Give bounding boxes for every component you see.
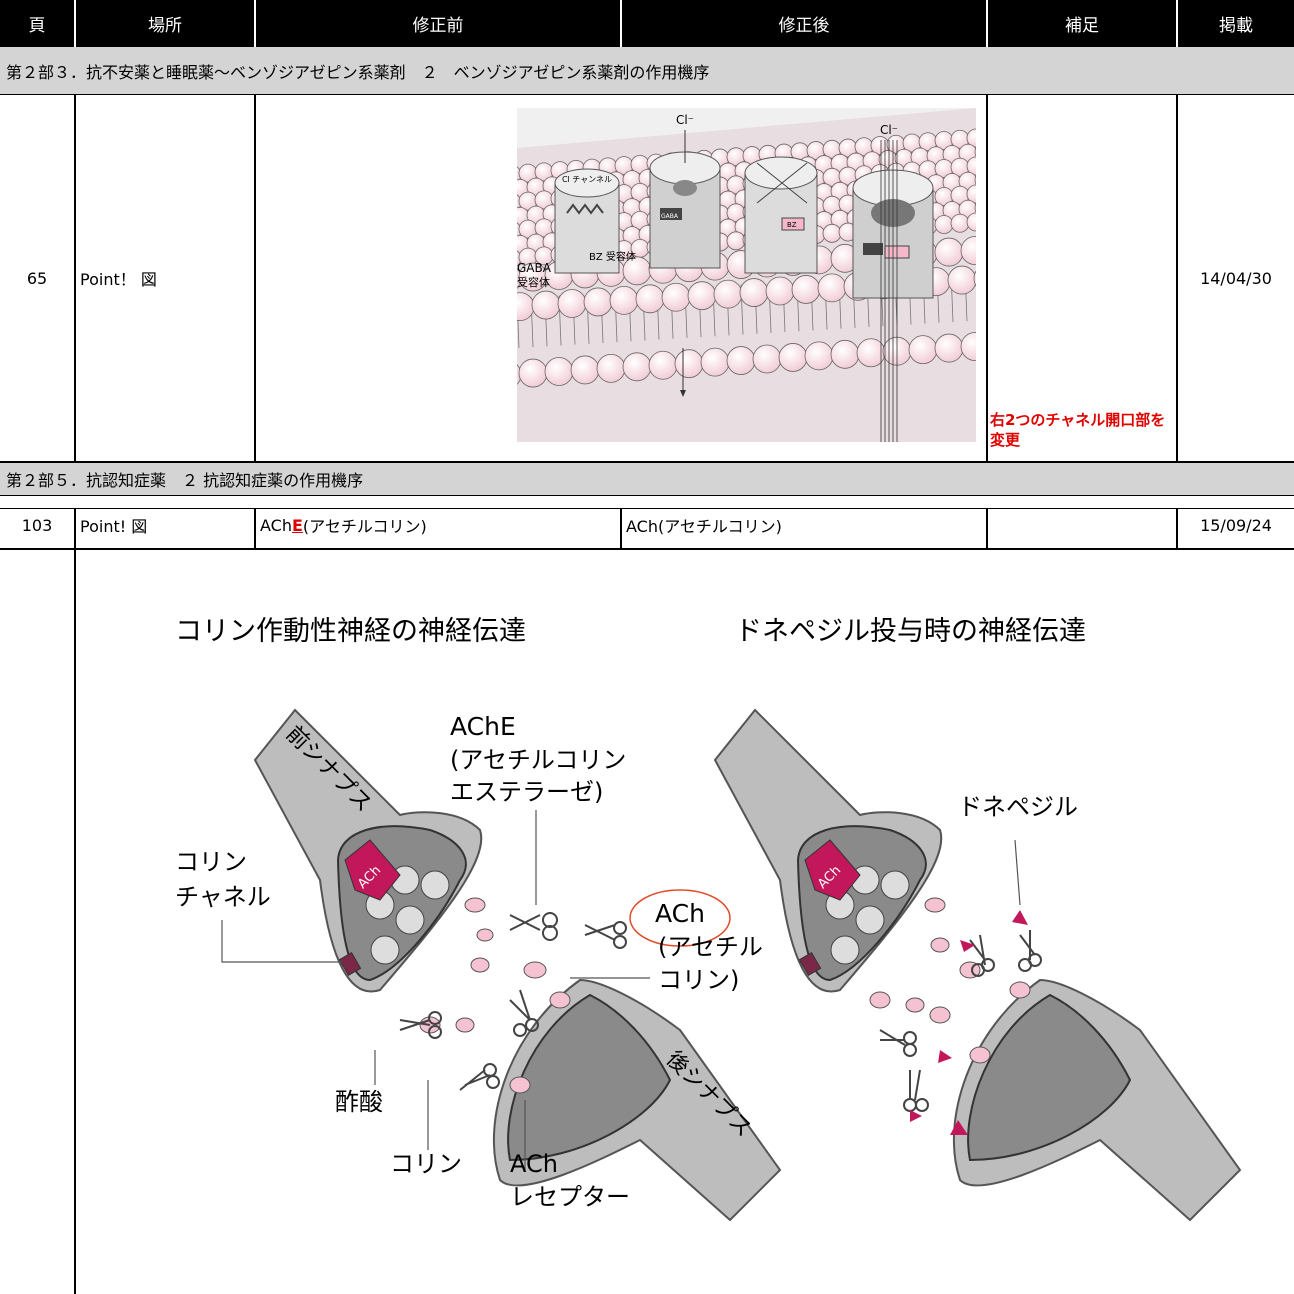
ache-label-2: (アセチルコリン	[450, 746, 626, 774]
ach-label-3: コリン)	[658, 966, 739, 994]
ach-receptor-label-1: ACh	[510, 1150, 558, 1178]
choline-channel-label-2: チャネル	[175, 883, 271, 911]
title-right: ドネペジル投与時の神経伝達	[735, 616, 1086, 647]
ache-label-3: エステラーゼ)	[450, 778, 603, 806]
row-page-65: 65	[26, 268, 48, 288]
header-before: 修正前	[256, 0, 620, 47]
row-date-65: 14/04/30	[1200, 268, 1272, 288]
section-title-antidementia: 第２部５．抗認知症薬 ２ 抗認知症薬の作用機序	[0, 461, 1294, 496]
donepezil-molecules	[910, 910, 1028, 1135]
ach-vesicle-tag-right: ACh	[804, 839, 861, 901]
ach-vesicle-tag-left: ACh	[344, 839, 401, 901]
gaba-receptor-label-1: GABA	[517, 261, 552, 275]
ache-enzymes	[399, 912, 1042, 1112]
choline-channel-left	[338, 952, 362, 976]
membrane-figure: Cl⁻ Cl⁻ Cl チャンネル BZ 受容体 GABA 受容体 GABA BZ	[517, 108, 976, 442]
cl-channel-3	[744, 156, 818, 274]
cl-channel-label: Cl チャンネル	[562, 175, 612, 184]
choline-channel-right	[798, 952, 822, 976]
row-location-103: Point! 図	[80, 517, 148, 536]
before-prefix: ACh	[260, 515, 292, 535]
choline-label: コリン	[390, 1150, 462, 1178]
header-note: 補足	[988, 0, 1176, 47]
cl-channel-2	[649, 151, 721, 269]
row-after-103: ACh(アセチルコリン)	[626, 517, 782, 536]
row-location-65: Point！ 図	[80, 270, 157, 289]
ach-label-2: (アセチル	[658, 933, 763, 961]
postsynaptic-neuron-right	[952, 978, 1242, 1222]
row-note-103	[990, 508, 1174, 542]
cl-channel-1	[554, 168, 620, 274]
header-published: 掲載	[1178, 0, 1294, 47]
ach-label-1: ACh	[655, 899, 705, 928]
cl-label-top-right: Cl⁻	[880, 123, 898, 137]
bz-receptor-label: BZ 受容体	[589, 250, 636, 263]
ach-receptor-label-2: レセプター	[510, 1183, 630, 1211]
before-suffix: (アセチルコリン)	[302, 517, 427, 536]
row-page-103: 103	[21, 515, 53, 535]
header-location: 場所	[76, 0, 254, 47]
header-after: 修正後	[622, 0, 986, 47]
choline-channel-label-1: コリン	[175, 848, 247, 876]
donepezil-label: ドネペジル	[958, 793, 1078, 821]
section-title-benzodiazepine: 第２部３．抗不安薬と睡眠薬～ベンゾジアゼピン系薬剤 ２ ベンゾジアゼピン系薬剤の…	[0, 47, 1294, 95]
synapse-diagram: コリン作動性神経の神経伝達 ドネペジル投与時の神経伝達 ACh ACh	[80, 560, 1290, 1290]
before-highlight: E	[291, 515, 303, 535]
cl-label-top: Cl⁻	[676, 113, 694, 127]
acetic-acid-label: 酢酸	[335, 1088, 383, 1116]
header-page: 頁	[0, 0, 74, 47]
postsynaptic-neuron-left	[492, 978, 782, 1222]
gaba-receptor-label-2: 受容体	[517, 275, 550, 289]
bz-tag: BZ	[787, 221, 797, 229]
title-left: コリン作動性神経の神経伝達	[175, 616, 526, 647]
ache-label-1: AChE	[450, 712, 516, 741]
gaba-tag: GABA	[661, 213, 679, 220]
row-date-103: 15/09/24	[1200, 515, 1272, 535]
row-note-65: 右2つのチャネル開口部を変更	[990, 411, 1166, 449]
